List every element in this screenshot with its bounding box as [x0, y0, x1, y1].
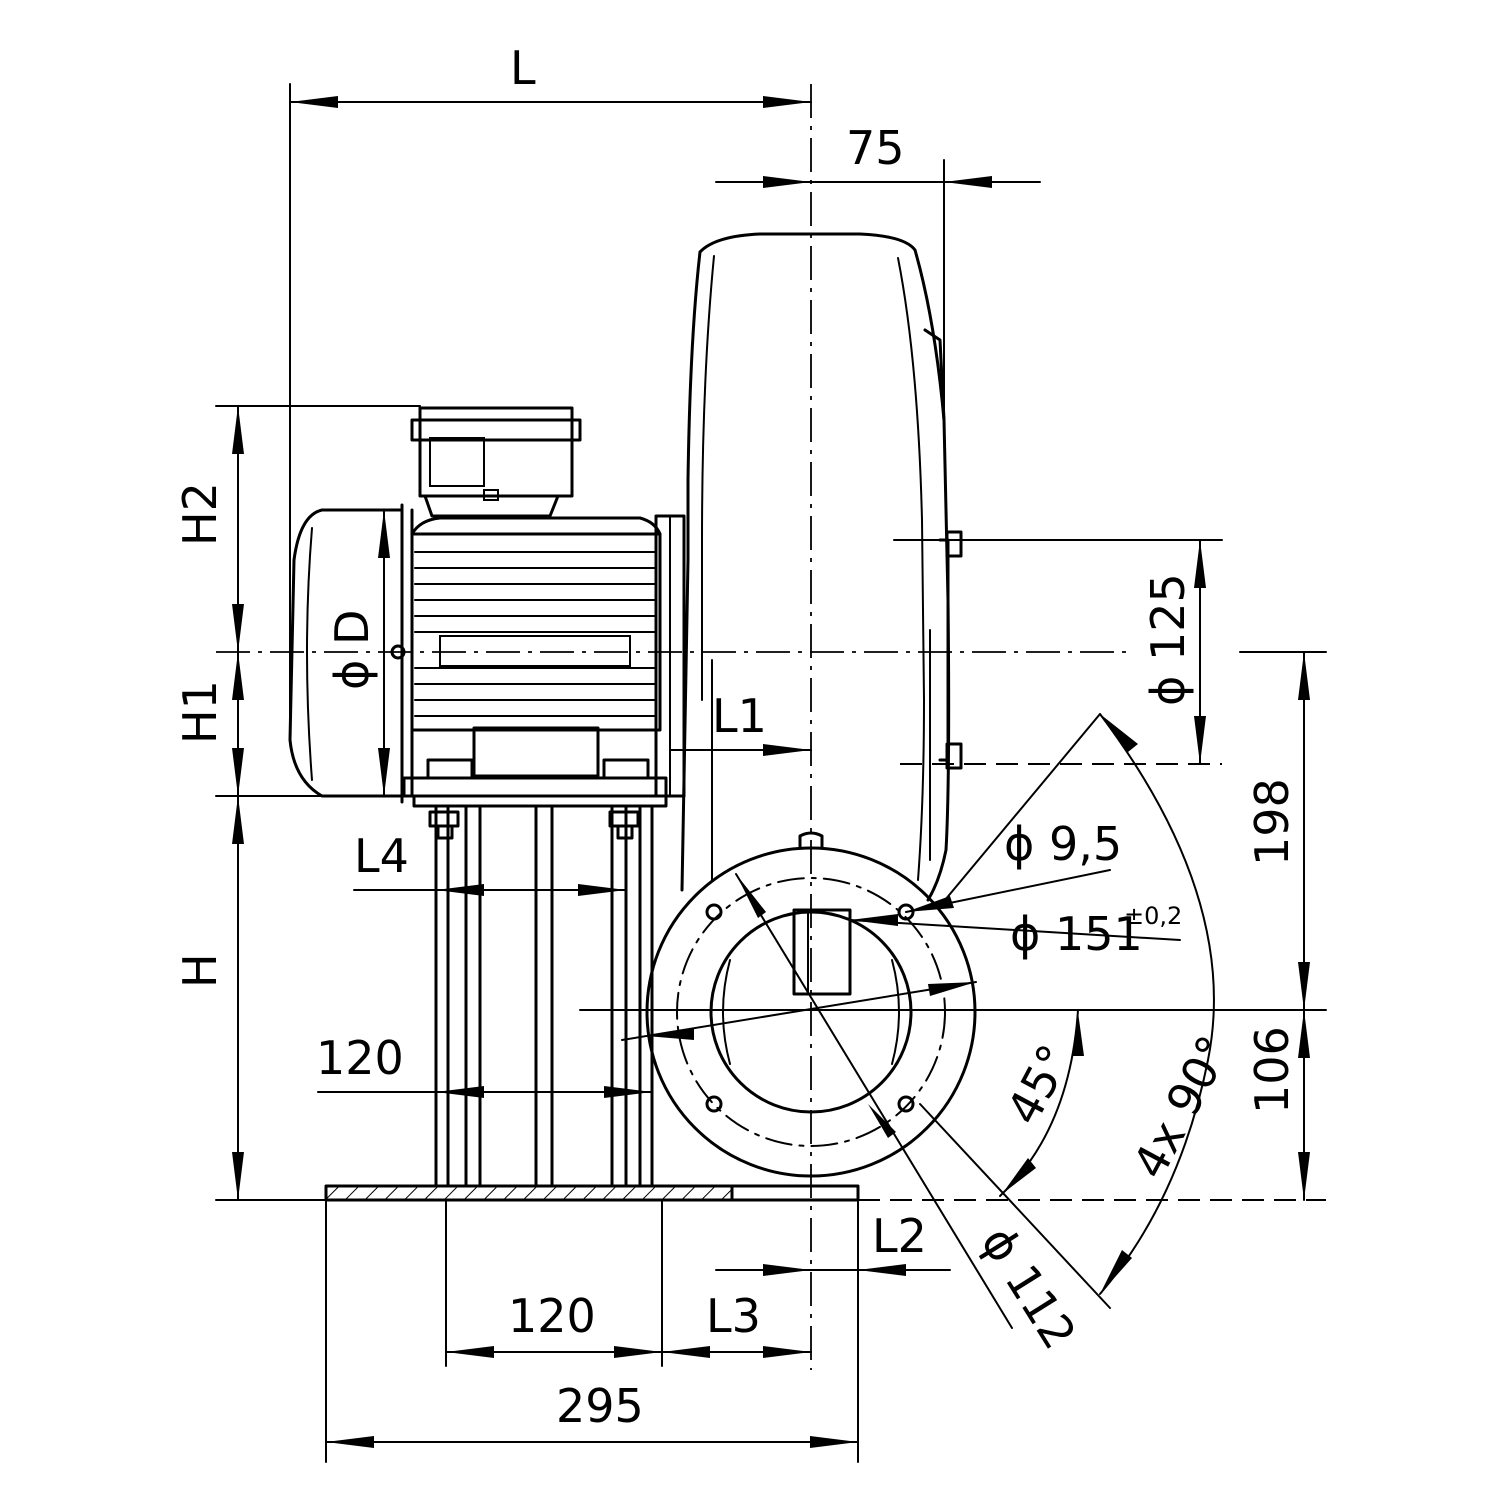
label-phi-9-5: ϕ 9,5	[1004, 817, 1122, 871]
label-L3: L3	[706, 1289, 761, 1343]
cooling-fins	[414, 551, 657, 717]
label-198: 198	[1245, 778, 1299, 866]
label-295: 295	[556, 1379, 644, 1433]
label-phi-151: ϕ 151	[1010, 907, 1143, 961]
label-H1: H1	[173, 680, 227, 744]
label-75: 75	[846, 121, 905, 175]
motor-stand	[428, 804, 662, 1188]
dimension-lines	[232, 96, 1310, 1448]
label-phi-125: ϕ 125	[1141, 573, 1195, 706]
motor	[288, 406, 686, 808]
label-tolerance-151: ±0,2	[1124, 902, 1182, 930]
fan-housing	[680, 232, 963, 902]
label-angle-4x90: 4x 90°	[1122, 1027, 1241, 1187]
label-L: L	[510, 41, 536, 95]
label-L1: L1	[712, 689, 767, 743]
extension-lines	[215, 83, 1327, 1463]
label-120-left: 120	[316, 1031, 404, 1085]
label-120-bottom: 120	[508, 1289, 596, 1343]
label-angle-45: 45°	[996, 1036, 1082, 1133]
center-lines	[216, 84, 1185, 1370]
label-L2: L2	[872, 1209, 927, 1263]
label-H2: H2	[173, 482, 227, 546]
label-L4: L4	[354, 829, 409, 883]
dimension-labels: L 75 H2 H1 H ϕ D ϕ 125 L1 L4 120 ϕ 9,5 ϕ…	[173, 41, 1299, 1433]
label-106: 106	[1245, 1026, 1299, 1114]
base-plate	[324, 1184, 860, 1202]
label-phi-D: ϕ D	[325, 610, 379, 690]
label-H: H	[173, 953, 227, 988]
